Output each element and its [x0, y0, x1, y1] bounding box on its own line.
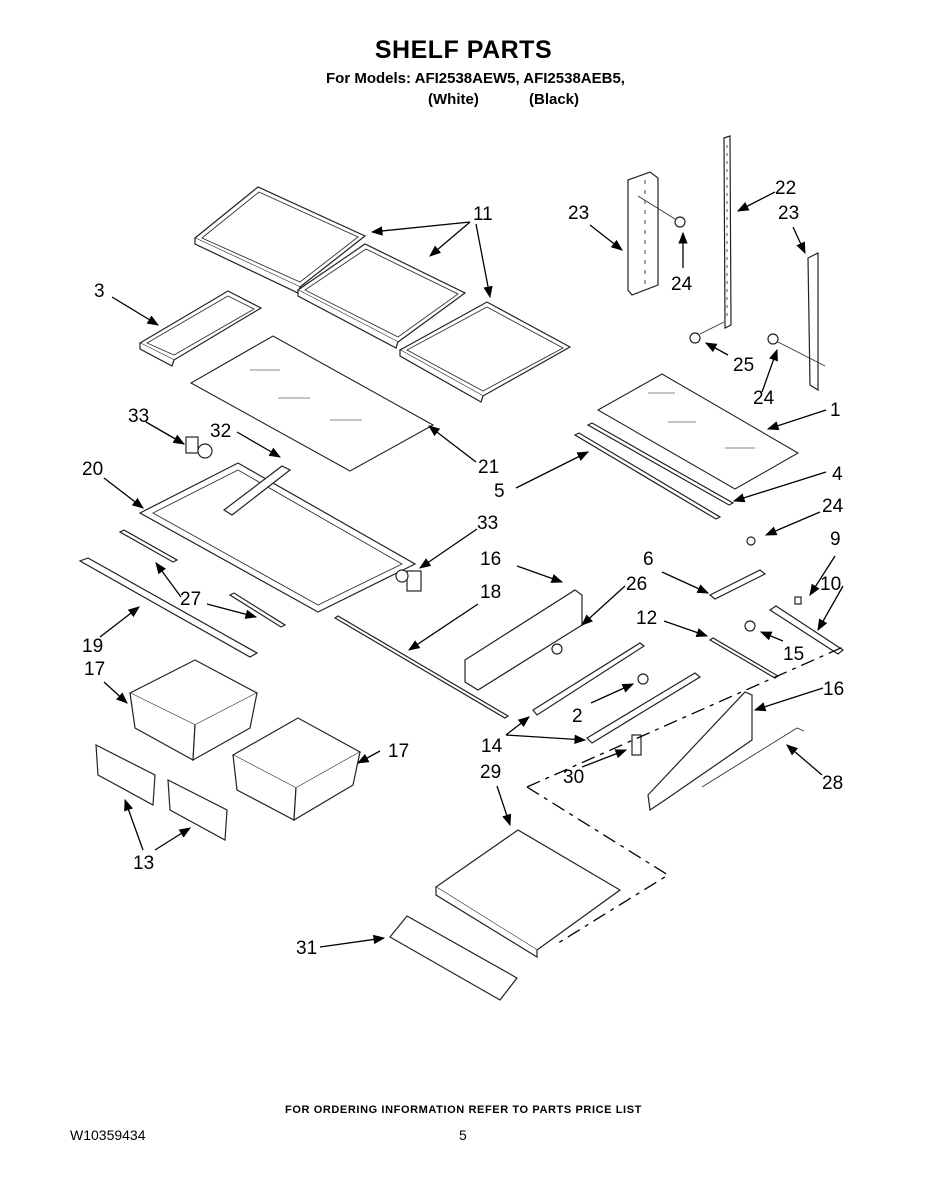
callout-13: 13 — [133, 853, 154, 874]
callout-33a: 33 — [128, 406, 149, 427]
part-rod-18 — [333, 615, 510, 719]
assembly-line-dashed — [526, 646, 844, 788]
callout-25: 25 — [733, 355, 754, 376]
callout-19: 19 — [82, 636, 103, 657]
callout-20: 20 — [82, 459, 103, 480]
part-wire-28 — [701, 727, 805, 788]
part-slide-27-b — [228, 592, 287, 628]
callout-21: 21 — [478, 457, 499, 478]
callout-9: 9 — [830, 529, 841, 550]
callout-2: 2 — [572, 706, 583, 727]
variant-white: (White) — [428, 91, 479, 108]
part-frame-20 — [138, 462, 417, 613]
callout-24b: 24 — [753, 388, 775, 409]
callout-16b: 16 — [823, 679, 844, 700]
part-track-16-a — [464, 589, 583, 691]
part-shelf-11-c — [398, 301, 572, 403]
part-front-13-b — [167, 778, 228, 841]
part-slide-27-a — [118, 529, 179, 563]
callout-15: 15 — [783, 644, 804, 665]
part-trim-19 — [78, 557, 259, 658]
callout-11: 11 — [473, 204, 493, 225]
callout-24c: 24 — [822, 496, 844, 517]
leader-lines — [99, 191, 844, 948]
part-rail-32 — [222, 465, 292, 516]
part-crisper-17-a — [128, 659, 259, 762]
part-slide-14-b — [586, 672, 702, 744]
callout-23b: 23 — [778, 203, 799, 224]
part-bracket-10 — [768, 605, 845, 655]
part-screw-25 — [689, 321, 725, 344]
callout-18: 18 — [480, 582, 501, 603]
callout-1: 1 — [830, 400, 841, 421]
part-slide-14-a — [532, 642, 646, 716]
part-trim-5 — [573, 432, 722, 520]
part-clip-9 — [794, 596, 802, 605]
ordering-note: FOR ORDERING INFORMATION REFER TO PARTS … — [285, 1104, 642, 1116]
callout-22: 22 — [775, 178, 796, 199]
callout-12: 12 — [636, 608, 657, 629]
callout-17a: 17 — [84, 659, 105, 680]
part-rail-22 — [723, 135, 732, 329]
callout-33b: 33 — [477, 513, 498, 534]
part-screw-24-b — [767, 333, 826, 367]
callout-29: 29 — [480, 762, 501, 783]
callout-24a: 24 — [671, 274, 693, 295]
callout-14: 14 — [481, 736, 503, 757]
part-trim-4 — [586, 422, 735, 506]
page-title: SHELF PARTS — [374, 36, 553, 64]
part-screw-2 — [637, 673, 649, 685]
part-bracket-23-right — [807, 252, 819, 392]
callout-28: 28 — [822, 773, 843, 794]
models-subtitle: For Models: AFI2538AEW5, AFI2538AEB5, — [326, 70, 625, 87]
callout-23a: 23 — [568, 203, 589, 224]
callout-17b: 17 — [388, 741, 409, 762]
part-shelf-11-b — [296, 243, 467, 349]
part-screw-15 — [744, 620, 756, 632]
callout-labels: 1 2 3 4 5 6 9 10 11 12 13 14 15 16 16 17… — [82, 178, 844, 959]
part-clip-30 — [631, 734, 642, 756]
callout-16a: 16 — [480, 549, 501, 570]
part-shelf-3 — [138, 290, 263, 367]
part-rod-12 — [708, 637, 780, 679]
part-front-13-a — [95, 743, 156, 806]
callout-10: 10 — [820, 574, 841, 595]
callout-31: 31 — [296, 938, 317, 959]
part-glass-1 — [596, 373, 800, 490]
part-track-16-b — [647, 691, 753, 812]
part-endcap-33-b — [395, 569, 422, 592]
part-endcap-33-a — [185, 436, 213, 459]
part-screw-24-a — [637, 195, 686, 228]
part-tray-29 — [434, 829, 622, 959]
callout-5: 5 — [494, 481, 505, 502]
callout-30: 30 — [563, 767, 584, 788]
callout-4: 4 — [832, 464, 843, 485]
part-screw-26 — [551, 643, 563, 655]
part-bracket-6 — [708, 536, 767, 600]
part-glass-21 — [189, 335, 435, 472]
part-handle-31 — [389, 915, 518, 1001]
callout-26: 26 — [626, 574, 647, 595]
document-number: W10359434 — [70, 1127, 146, 1143]
callout-3: 3 — [94, 281, 105, 302]
callout-27: 27 — [180, 589, 201, 610]
part-crisper-17-b — [231, 717, 362, 822]
page-number: 5 — [459, 1127, 467, 1143]
callout-6: 6 — [643, 549, 654, 570]
callout-32: 32 — [210, 421, 231, 442]
variant-black: (Black) — [529, 91, 580, 108]
part-bracket-23-left — [627, 171, 659, 296]
